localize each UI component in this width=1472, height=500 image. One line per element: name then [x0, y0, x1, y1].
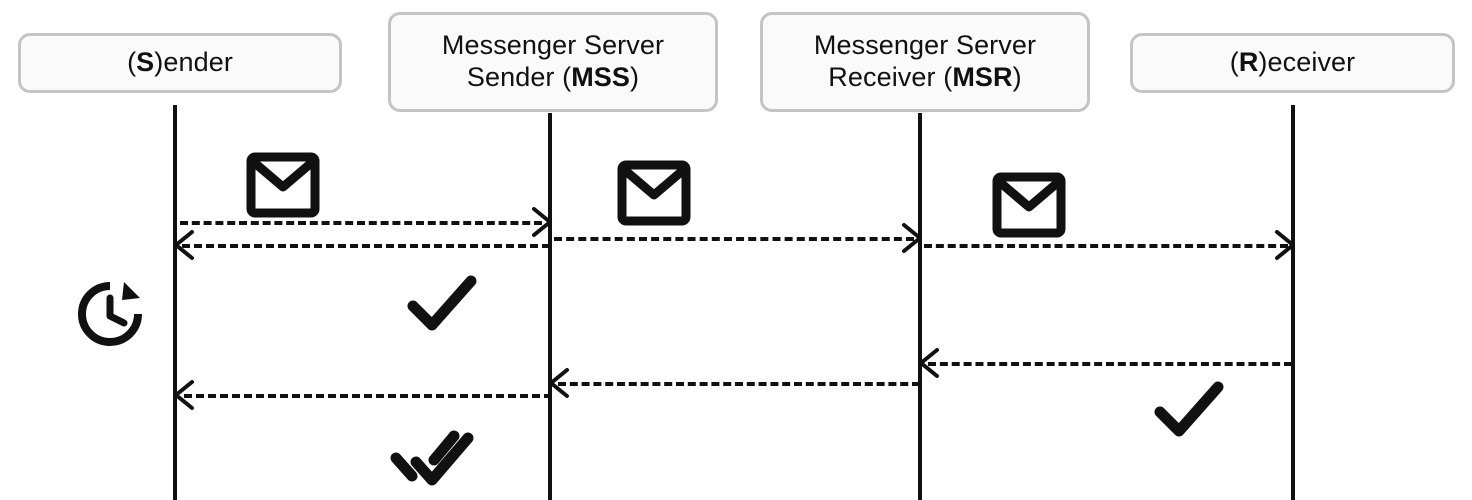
- actor-label-mss-line1: Messenger Server: [441, 30, 665, 61]
- actor-box-sender[interactable]: (S)ender: [18, 33, 342, 93]
- check-icon: [405, 272, 479, 334]
- arrowhead-right-m3: [900, 222, 926, 254]
- lifeline-sender: [173, 105, 177, 500]
- actor-label-mss: Messenger Server Sender (MSS): [441, 30, 665, 92]
- arrowhead-right-m4: [1273, 229, 1299, 261]
- message-msr-to-mss: [558, 382, 920, 386]
- actor-box-msr[interactable]: Messenger Server Receiver (MSR): [760, 12, 1090, 112]
- arrowhead-right-m1: [530, 206, 556, 238]
- envelope-icon: [992, 172, 1066, 238]
- lifeline-mss: [548, 113, 552, 500]
- history-clock-icon: [74, 278, 146, 350]
- lifeline-msr: [918, 113, 922, 500]
- actor-box-mss[interactable]: Messenger Server Sender (MSS): [388, 12, 718, 112]
- actor-box-receiver[interactable]: (R)eceiver: [1130, 33, 1455, 93]
- actor-label-msr-line1: Messenger Server: [813, 30, 1037, 61]
- message-msr-to-receiver: [924, 244, 1288, 248]
- envelope-icon: [617, 160, 691, 226]
- actor-label-sender: (S)ender: [127, 47, 233, 78]
- arrowhead-left-m6: [545, 367, 571, 399]
- arrowhead-left-m2: [170, 229, 196, 261]
- message-receiver-to-msr: [928, 362, 1292, 366]
- message-mss-to-sender-ack: [182, 244, 550, 248]
- arrowhead-left-m7: [170, 379, 196, 411]
- actor-label-msr: Messenger Server Receiver (MSR): [813, 30, 1037, 92]
- actor-label-receiver: (R)eceiver: [1229, 47, 1356, 78]
- lifeline-receiver: [1291, 105, 1295, 500]
- double-check-icon: [390, 428, 482, 498]
- envelope-icon: [246, 152, 320, 218]
- message-mss-to-msr: [554, 237, 914, 241]
- message-sender-to-mss: [180, 221, 542, 225]
- message-mss-to-sender-delivered: [184, 394, 552, 398]
- arrowhead-left-m5: [915, 347, 941, 379]
- check-icon: [1152, 378, 1226, 440]
